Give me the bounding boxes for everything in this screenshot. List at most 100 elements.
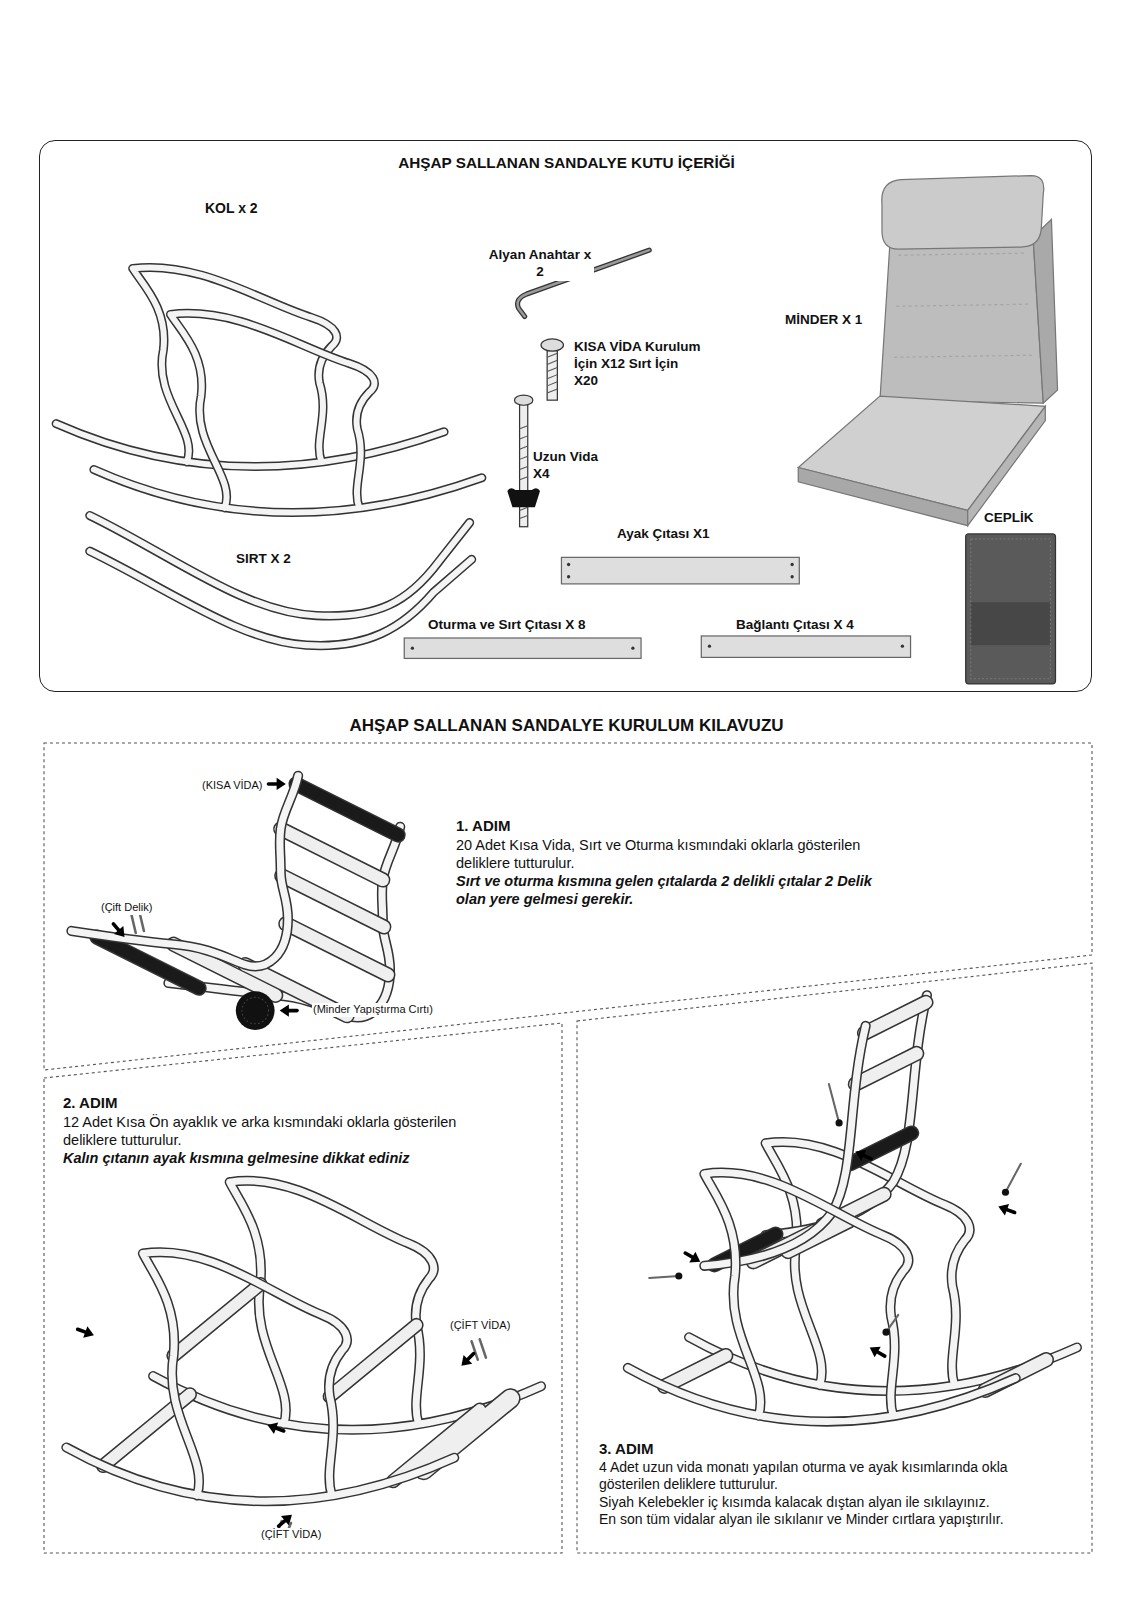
seat-back-assembly [71, 776, 400, 1030]
chair-assembly [865, 1002, 926, 1033]
part-label: MİNDER X 1 [784, 312, 863, 329]
chair-assembly [649, 1276, 679, 1278]
callout-label: (ÇİFT VİDA) [260, 1528, 322, 1542]
seat-back-assembly [71, 776, 298, 966]
instruction-text: 12 Adet Kısa Ön ayaklık ve arka kısmında… [63, 1113, 503, 1149]
chair-assembly [855, 1053, 916, 1084]
back-rail [90, 551, 472, 645]
pocket [971, 539, 1051, 679]
arrow [682, 1248, 703, 1267]
arm-frame [94, 313, 482, 512]
guide-heading: AHŞAP SALLANAN SANDALYE KURULUM KILAVUZU [300, 715, 833, 736]
instruction-text: 4 Adet uzun vida monatı yapılan oturma v… [599, 1459, 1071, 1494]
part-label: KISA VİDA Kurulum İçin X12 Sırt İçin X20 [573, 339, 703, 390]
base-assembly [174, 1284, 261, 1355]
step-panel: 3. ADIM4 Adet uzun vida monatı yapılan o… [577, 963, 1092, 1553]
chair-assembly [836, 1119, 843, 1126]
cushion [1033, 219, 1057, 403]
base-assembly [276, 1339, 486, 1538]
wood-slat [567, 563, 570, 566]
part-label: Bağlantı Çıtası X 4 [735, 617, 855, 634]
long-screw [520, 402, 528, 527]
seat-back-assembly [281, 829, 383, 880]
instruction-note: Sırt ve oturma kısmına gelen çıtalarda 2… [456, 872, 886, 908]
back-rail [90, 516, 470, 616]
chair-assembly [665, 1356, 726, 1387]
wood-slat [567, 575, 570, 578]
seat-back-assembly [242, 997, 269, 1024]
wood-slat [791, 575, 794, 578]
chair-assembly [675, 1272, 682, 1279]
cushion [880, 237, 1043, 403]
seat-back-assembly [282, 876, 384, 927]
instruction-text: Siyah Kelebekler iç kısımda kalacak dışt… [599, 1494, 1071, 1512]
arrow [76, 1324, 478, 1531]
cushion [798, 396, 1045, 510]
seat-back-assembly [286, 924, 388, 975]
pocket [966, 534, 1056, 684]
wood-slat [701, 636, 910, 657]
base-assembly [424, 1398, 511, 1469]
wood-slat [404, 557, 910, 658]
chair-assembly [649, 1084, 1021, 1332]
pocket [966, 534, 1056, 684]
text-stack: 2. ADIM12 Adet Kısa Ön ayaklık ve arka k… [63, 1094, 503, 1167]
base-assembly [103, 1284, 480, 1481]
base-assembly [66, 1252, 454, 1501]
arrow [853, 1146, 874, 1164]
chair-assembly [1002, 1189, 1009, 1196]
seat-back-assembly [282, 876, 384, 927]
panel-outline [44, 1023, 562, 1553]
arrow [867, 1342, 888, 1361]
base-assembly [153, 1181, 541, 1430]
chair-assembly [865, 1002, 926, 1033]
arrow [109, 778, 297, 1017]
arrow [265, 1419, 285, 1436]
step-heading: 1. ADIM [456, 817, 886, 836]
arrow [280, 1004, 297, 1016]
base-assembly [66, 1181, 541, 1539]
short-screw [541, 339, 563, 351]
chair-assembly [850, 1133, 911, 1164]
part-label: KOL x 2 [204, 200, 259, 218]
base-assembly [66, 1252, 454, 1501]
chair-assembly [829, 1084, 839, 1123]
arm-frame [56, 267, 444, 466]
seat-back-assembly [97, 784, 398, 988]
chair-assembly [665, 1356, 726, 1387]
seat-back-assembly [71, 776, 298, 966]
base-assembly [153, 1181, 541, 1430]
seat-back-assembly [296, 784, 398, 835]
illustration [56, 176, 1077, 1539]
arrow [682, 1146, 1017, 1362]
part-label: SIRT X 2 [235, 551, 292, 568]
chair-assembly [850, 1133, 911, 1164]
arrow [109, 920, 130, 941]
chair-assembly [855, 1053, 916, 1084]
long-screw [514, 395, 532, 405]
part-label: Oturma ve Sırt Çıtası X 8 [427, 617, 587, 634]
wood-slat [708, 645, 711, 648]
callout-label: (Çift Delik) [100, 901, 153, 915]
chair-assembly [628, 995, 1077, 1421]
cushion [894, 253, 1033, 357]
chair-assembly [1005, 1164, 1020, 1193]
part-label: Ayak Çıtası X1 [616, 526, 711, 543]
wood-slat [411, 647, 414, 650]
chair-assembly [766, 995, 927, 1235]
back-rail [90, 551, 472, 645]
chair-assembly [882, 1329, 889, 1336]
arrow [457, 1349, 478, 1370]
base-assembly [103, 1284, 480, 1481]
panel-outline [44, 743, 1092, 1070]
base-assembly [174, 1284, 261, 1355]
short-screw [547, 347, 557, 400]
part-label: Uzun Vida X4 [532, 449, 619, 483]
panel-outline [44, 1023, 562, 1553]
instruction-text: 20 Adet Kısa Vida, Sırt ve Oturma kısmın… [456, 836, 886, 872]
arm-frame [94, 313, 482, 512]
seat-back-assembly [281, 829, 383, 880]
text-stack: 1. ADIM20 Adet Kısa Vida, Sırt ve Oturma… [456, 817, 886, 908]
